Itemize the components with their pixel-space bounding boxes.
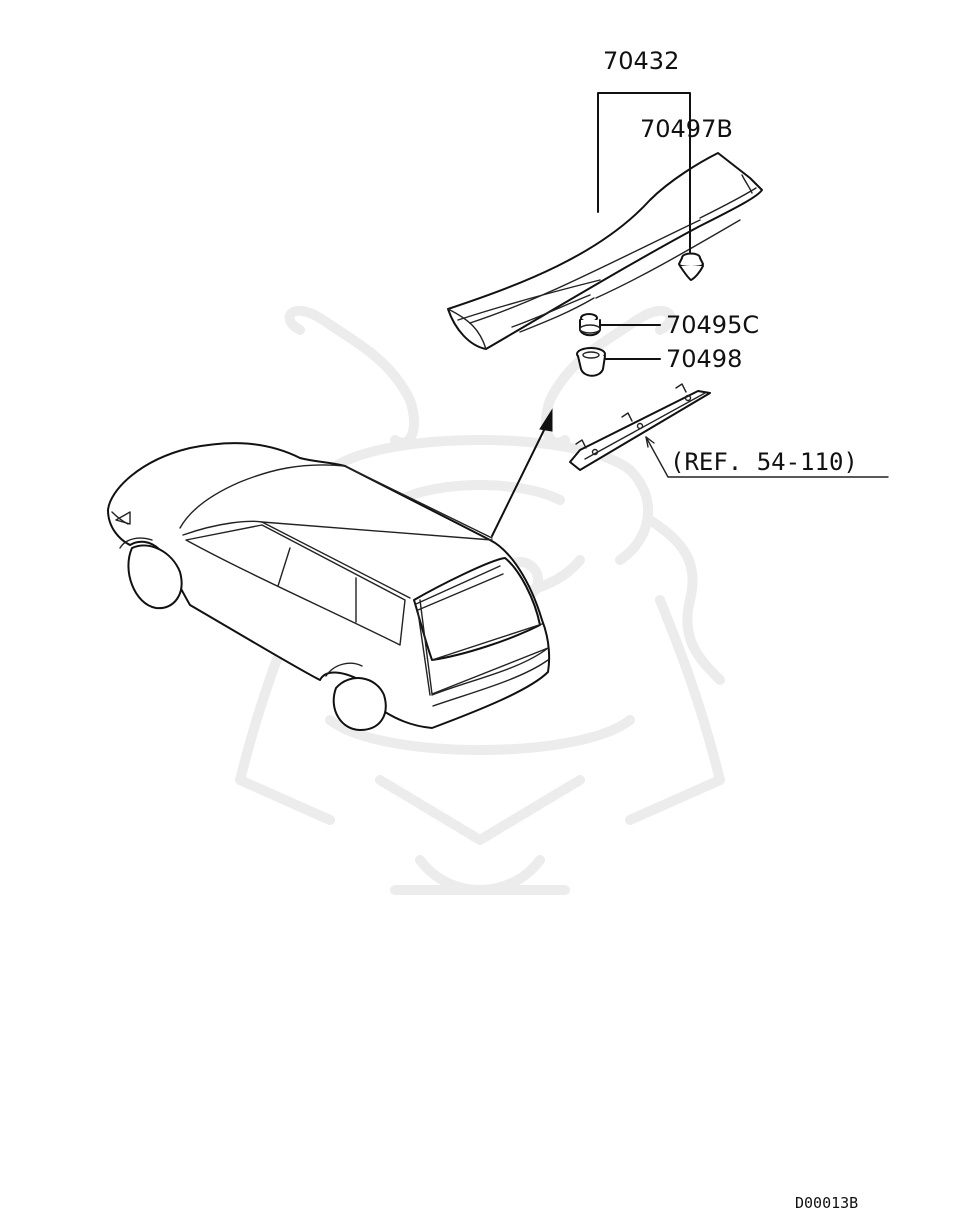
clip-70497b-icon	[678, 144, 704, 281]
grommet-70498-icon	[576, 347, 661, 377]
reference-label: (REF. 54-110)	[670, 448, 858, 476]
clip-70495c-icon	[579, 313, 661, 337]
part-label-70495c: 70495C	[666, 311, 759, 339]
part-label-70498: 70498	[666, 345, 742, 373]
station-wagon-drawing	[107, 442, 551, 731]
reference-bracket-drawing	[569, 383, 711, 471]
drawing-code: D00013B	[795, 1194, 858, 1210]
rear-spoiler-drawing	[447, 152, 763, 350]
part-label-70432: 70432	[603, 47, 679, 75]
direction-arrow	[491, 408, 553, 537]
leader-70432	[597, 92, 691, 213]
leader-ref	[645, 436, 889, 478]
part-label-70497b: 70497B	[640, 115, 733, 143]
